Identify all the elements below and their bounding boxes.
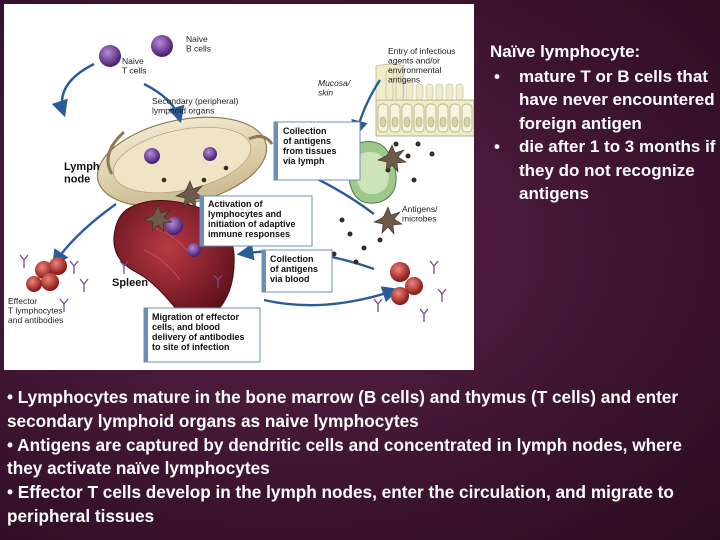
- label-line: from tissues: [283, 146, 337, 156]
- label-line: Collection: [283, 126, 327, 136]
- label-line: Lymph: [64, 161, 100, 173]
- label-line: Effector: [8, 296, 37, 306]
- label-line: Collection: [270, 254, 314, 264]
- secondary-organs-label: Secondary (peripheral)lymphoid organs: [152, 96, 239, 116]
- dendritic-cells: [143, 144, 407, 235]
- label-line: agents and/or: [388, 56, 440, 66]
- label-line: node: [64, 173, 90, 185]
- label-line: T lymphocytes: [8, 306, 63, 316]
- naive-lymphocyte-panel: Naïve lymphocyte: • mature T or B cells …: [490, 40, 718, 206]
- spleen-label: Spleen: [112, 277, 148, 289]
- label-line: lymphocytes and: [208, 209, 282, 219]
- label-line: B cells: [186, 44, 211, 54]
- naive-bullet-list: • mature T or B cells that have never en…: [490, 65, 718, 206]
- label-line: Antigens/: [402, 204, 438, 214]
- label-line: delivery of antibodies: [152, 332, 245, 342]
- label-line: via lymph: [283, 156, 325, 166]
- naive-bullet-item: • mature T or B cells that have never en…: [490, 65, 718, 136]
- label-line: and antibodies: [8, 315, 63, 325]
- label-line: environmental: [388, 65, 442, 75]
- label-line: cells, and blood: [152, 322, 220, 332]
- label-line: Naive: [186, 34, 208, 44]
- naive-bullet-item: • die after 1 to 3 months if they do not…: [490, 135, 718, 206]
- label-line: immune responses: [208, 229, 290, 239]
- antigens-microbes-label: Antigens/microbes: [402, 204, 438, 224]
- lymph-node: [96, 116, 274, 208]
- summary-text: • Lymphocytes mature in the bone marrow …: [7, 386, 713, 529]
- label-line: via blood: [270, 274, 310, 284]
- label-line: antigens: [388, 75, 420, 85]
- label-line: Secondary (peripheral): [152, 96, 239, 106]
- label-line: lymphoid organs: [152, 106, 214, 116]
- label-line: Naive: [122, 56, 144, 66]
- naive-panel-title: Naïve lymphocyte:: [490, 42, 641, 61]
- label-line: Spleen: [112, 277, 148, 289]
- label-line: of antigens: [283, 136, 331, 146]
- effector-cells: [26, 257, 423, 305]
- label-line: microbes: [402, 214, 436, 224]
- antigen-particles: [161, 141, 435, 265]
- label-line: Migration of effector: [152, 312, 239, 322]
- label-line: skin: [318, 88, 333, 98]
- label-line: T cells: [122, 66, 146, 76]
- label-line: Entry of infectious: [388, 46, 456, 56]
- summary-point: • Lymphocytes mature in the bone marrow …: [7, 387, 679, 431]
- mucosa-epithelium: [375, 63, 474, 137]
- summary-point: • Effector T cells develop in the lymph …: [7, 482, 674, 526]
- label-line: initiation of adaptive: [208, 219, 296, 229]
- label-line: to site of infection: [152, 342, 230, 352]
- label-line: of antigens: [270, 264, 318, 274]
- antibodies: [19, 254, 447, 322]
- bullet-glyph: •: [494, 137, 500, 156]
- label-line: Activation of: [208, 199, 264, 209]
- bullet-glyph: •: [494, 66, 500, 86]
- naive-bullet-text: die after 1 to 3 months if they do not r…: [519, 137, 716, 203]
- label-line: Mucosa/: [318, 78, 352, 88]
- naive-bullet-text: mature T or B cells that have never enco…: [519, 66, 715, 133]
- mucosa-label: Mucosa/skin: [318, 78, 352, 98]
- summary-point: • Antigens are captured by dendritic cel…: [7, 434, 682, 479]
